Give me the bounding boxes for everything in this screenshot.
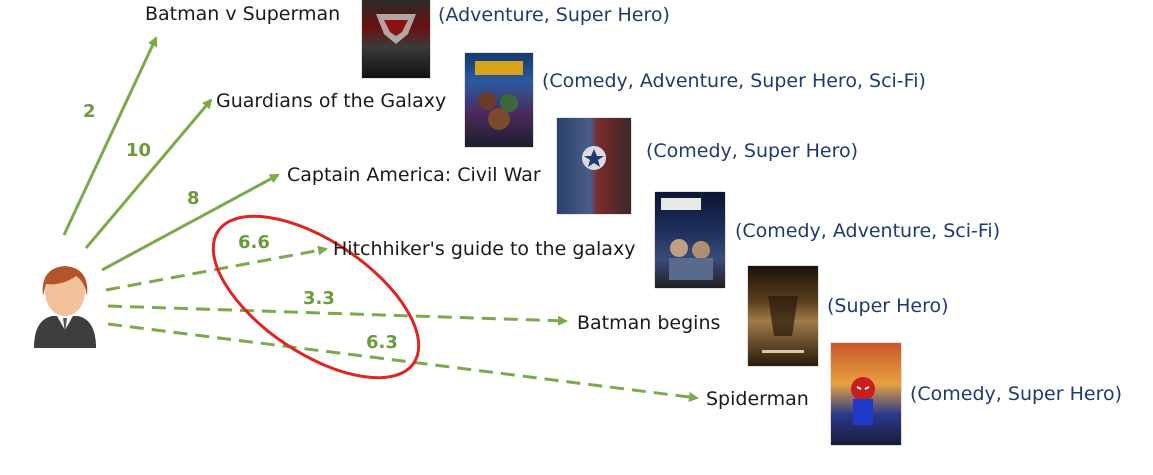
rating-hitchhiker: 6.6 bbox=[238, 232, 270, 253]
arrow-spiderman bbox=[107, 322, 699, 402]
title-batman-v-superman: Batman v Superman bbox=[145, 3, 341, 25]
rating-guardians: 10 bbox=[126, 140, 152, 161]
arrow-hitchhiker bbox=[105, 245, 328, 292]
highlight-ellipse bbox=[211, 214, 421, 380]
genres-guardians: (Comedy, Adventure, Super Hero, Sci-Fi) bbox=[542, 70, 926, 92]
genres-spiderman: (Comedy, Super Hero) bbox=[910, 383, 1122, 405]
arrow-batman-v-superman bbox=[62, 36, 158, 236]
batman-v-superman-poster bbox=[362, 0, 430, 78]
title-hitchhiker: Hitchhiker's guide to the galaxy bbox=[333, 238, 636, 260]
civil-war-poster bbox=[557, 118, 631, 214]
genres-batman-begins: (Super Hero) bbox=[827, 295, 949, 317]
genres-civil-war: (Comedy, Super Hero) bbox=[646, 140, 858, 162]
hitchhiker-poster bbox=[655, 192, 725, 288]
rating-spiderman: 6.3 bbox=[366, 332, 398, 353]
batman-begins-poster bbox=[748, 266, 818, 366]
arrow-batman-begins bbox=[107, 304, 568, 326]
title-batman-begins: Batman begins bbox=[577, 312, 721, 334]
spiderman-poster bbox=[831, 343, 901, 445]
genres-batman-v-superman: (Adventure, Super Hero) bbox=[438, 4, 670, 26]
title-civil-war: Captain America: Civil War bbox=[287, 164, 541, 186]
rating-batman-v-superman: 2 bbox=[83, 101, 96, 122]
arrow-guardians bbox=[84, 98, 213, 249]
user-avatar-icon bbox=[34, 266, 96, 348]
arrow-civil-war bbox=[101, 173, 280, 272]
genres-hitchhiker: (Comedy, Adventure, Sci-Fi) bbox=[735, 220, 1001, 242]
guardians-poster bbox=[465, 53, 533, 147]
rating-batman-begins: 3.3 bbox=[303, 288, 335, 309]
title-guardians: Guardians of the Galaxy bbox=[216, 90, 447, 112]
rating-civil-war: 8 bbox=[187, 188, 200, 209]
title-spiderman: Spiderman bbox=[706, 388, 809, 410]
